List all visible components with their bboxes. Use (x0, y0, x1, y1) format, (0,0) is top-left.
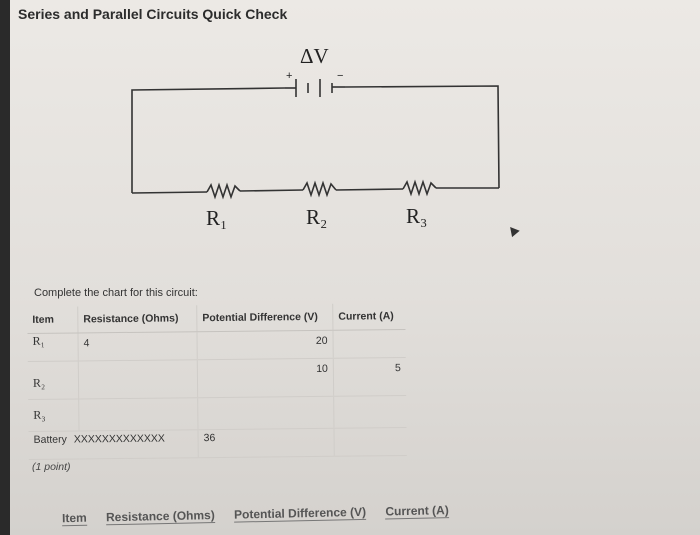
resistor-r2-symbol (302, 180, 337, 198)
resistor-r1-label: R₁ (206, 206, 227, 230)
cell-potential-difference[interactable]: 20 (196, 330, 334, 360)
wire-bottom-2 (239, 189, 304, 192)
cell-current[interactable] (332, 329, 406, 359)
cell-item: R₁ (27, 332, 79, 362)
resistor-r3-label: R₃ (406, 204, 427, 228)
header-resistance: Resistance (Ohms) (77, 305, 197, 333)
resistor-r1-symbol (206, 182, 241, 200)
cell-current[interactable]: 5 (333, 357, 407, 397)
cell-resistance[interactable] (78, 359, 198, 399)
instructions-text: Complete the chart for this circuit: (34, 287, 198, 299)
battery-cell-group: Battery XXXXXXXXXXXXX (28, 429, 199, 460)
cell-resistance[interactable]: 4 (77, 331, 198, 361)
cell-resistance[interactable] (78, 397, 199, 431)
wire-top-right (344, 85, 500, 189)
bottom-header-resistance: Resistance (Ohms) (105, 508, 215, 526)
wire-bottom-1 (131, 191, 208, 194)
bottom-header-current: Current (A) (385, 503, 449, 520)
points-label: (1 point) (32, 461, 71, 473)
header-current: Current (A) (332, 303, 406, 331)
cell-current[interactable] (333, 427, 407, 457)
screen-edge (0, 0, 10, 535)
table-row: Battery XXXXXXXXXXXXX 36 (28, 427, 407, 460)
circuit-diagram: ΔV + − R₁ R₂ R₃ (131, 44, 500, 230)
table-row: R₃ (28, 395, 407, 432)
table-row: R₂ 10 5 (27, 357, 407, 400)
circuit-chart-table: Item Resistance (Ohms) Potential Differe… (27, 303, 407, 460)
resistor-r2-label: R₂ (306, 205, 327, 229)
quiz-page (10, 0, 700, 535)
bottom-header-item: Item (61, 510, 87, 527)
page-title: Series and Parallel Circuits Quick Check (18, 6, 288, 22)
cell-potential-difference[interactable] (197, 396, 334, 430)
table-header-row: Item Resistance (Ohms) Potential Differe… (27, 303, 406, 334)
cell-item: R₃ (28, 398, 80, 432)
voltage-label: ΔV (300, 44, 329, 68)
cell-item: R₂ (27, 360, 79, 400)
cell-potential-difference[interactable]: 10 (197, 358, 334, 398)
wire-top-left (131, 87, 286, 193)
wire-bottom-3 (335, 188, 404, 191)
bottom-header-potential-difference: Potential Difference (V) (233, 504, 367, 523)
cell-current[interactable] (333, 395, 407, 429)
cell-potential-difference[interactable]: 36 (198, 428, 335, 458)
cell-item: Battery (33, 433, 67, 446)
resistor-r3-symbol (402, 179, 437, 197)
header-potential-difference: Potential Difference (V) (196, 303, 333, 332)
table-row: R₁ 4 20 (27, 329, 406, 362)
battery-plus-sign: + (286, 70, 292, 82)
header-item: Item (27, 306, 78, 334)
battery-minus-sign: − (337, 70, 343, 82)
cell-resistance: XXXXXXXXXXXXX (73, 432, 165, 446)
